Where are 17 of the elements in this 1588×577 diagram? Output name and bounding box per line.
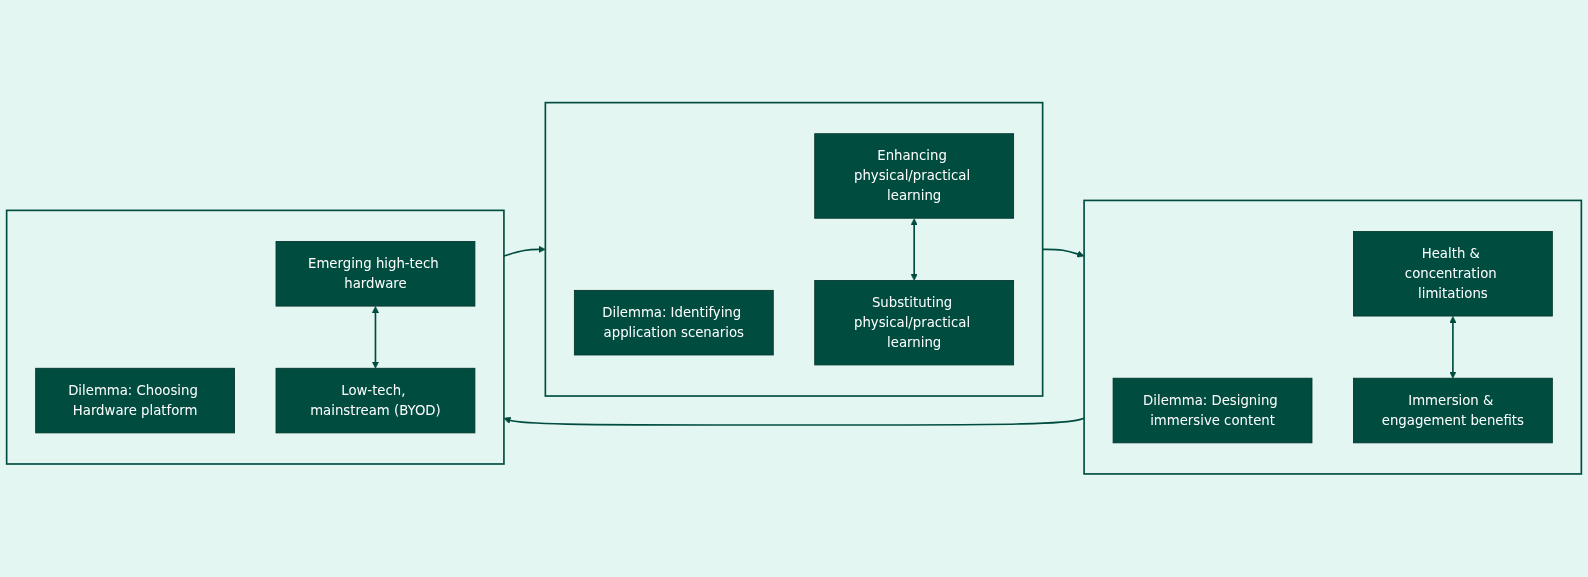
node-box: Dilemma: Identifying application scenarios [573, 290, 774, 356]
node-box: Dilemma: Choosing Hardware platform [35, 368, 235, 434]
arrow [503, 245, 546, 258]
node-box: Health & concentration limitations [1353, 231, 1553, 317]
node-box: Low-tech, mainstream (BYOD) [275, 368, 476, 434]
node-box: Dilemma: Designing immersive content [1112, 378, 1313, 444]
cluster [5, 209, 505, 466]
node-box: Enhancing physical/practical learning [814, 133, 1015, 219]
node-box: Substituting physical/practical learning [814, 280, 1015, 366]
arrow [371, 306, 380, 369]
arrow [910, 218, 918, 281]
cluster [1083, 199, 1583, 475]
node-box: Emerging high-tech hardware [275, 241, 476, 307]
arrow [503, 417, 1085, 427]
arrow [1449, 316, 1457, 379]
node-box: Immersion & engagement benefits [1353, 378, 1553, 444]
cluster [544, 102, 1044, 398]
